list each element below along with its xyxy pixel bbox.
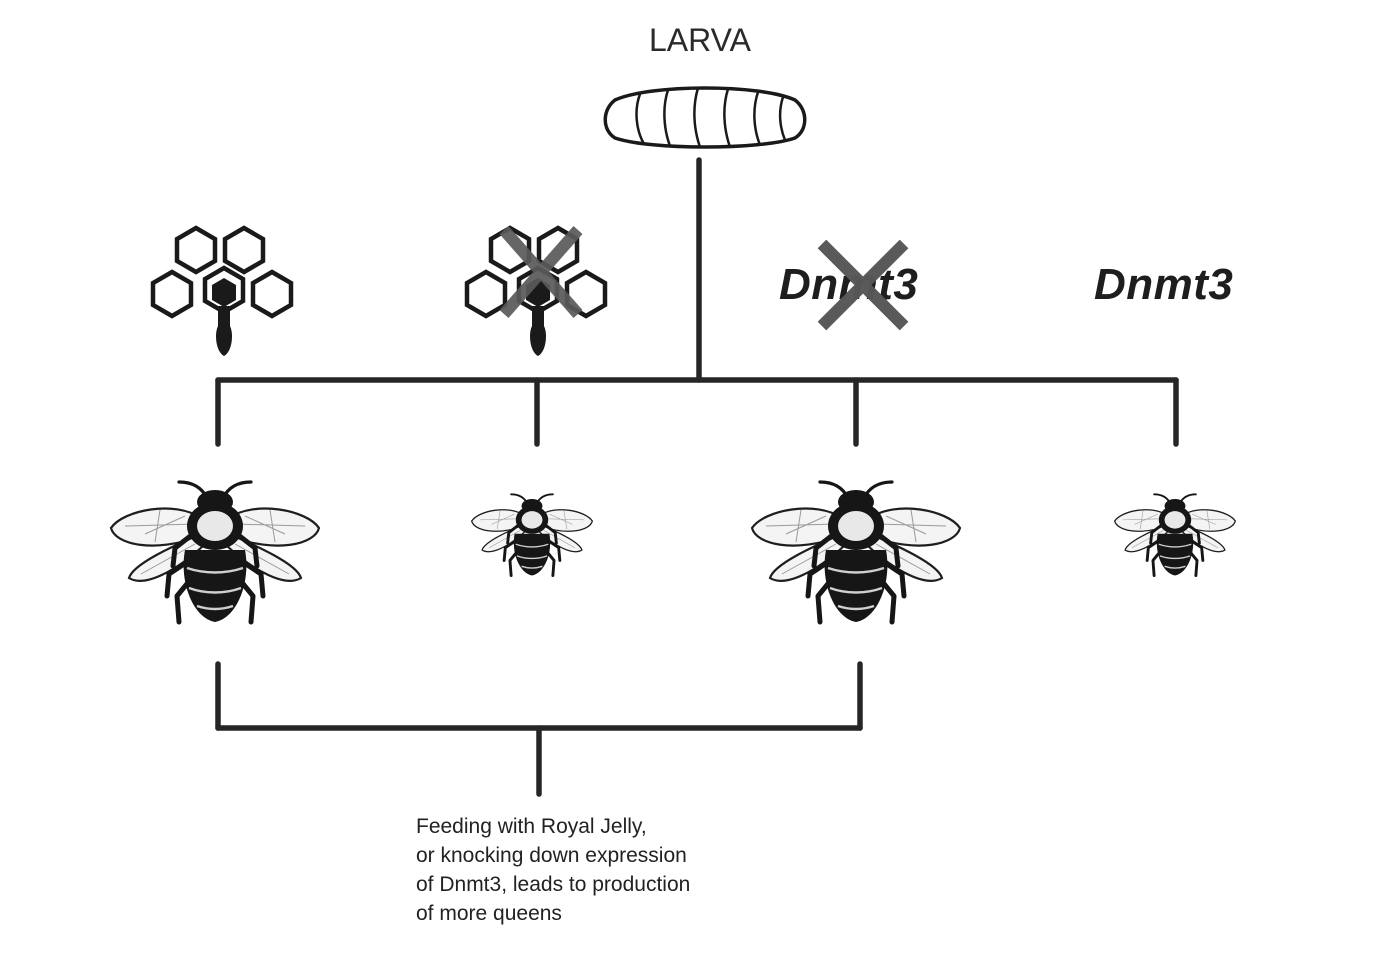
larva-icon [603,86,807,149]
worker-bee-icon [1113,492,1237,578]
honeycomb-crossed-icon [467,228,605,356]
gene-label-normal: Dnmt3 [1094,260,1234,309]
worker-bee-icon [470,492,594,578]
caption-line: Feeding with Royal Jelly, [416,815,647,838]
queen-bee-icon [111,482,319,622]
caption-line: of Dnmt3, leads to production [416,873,691,896]
larva-label: LARVA [649,22,751,58]
cross-icon [499,226,583,318]
caption: Feeding with Royal Jelly, or knocking do… [416,812,776,928]
caption-line: of more queens [416,902,562,925]
honeycomb-jelly-icon [153,228,291,356]
gene-label-knockdown: Dnmt3 [779,260,919,309]
tree-connectors [215,157,1179,797]
queen-bee-icon [752,482,960,622]
caption-line: or knocking down expression [416,844,687,867]
